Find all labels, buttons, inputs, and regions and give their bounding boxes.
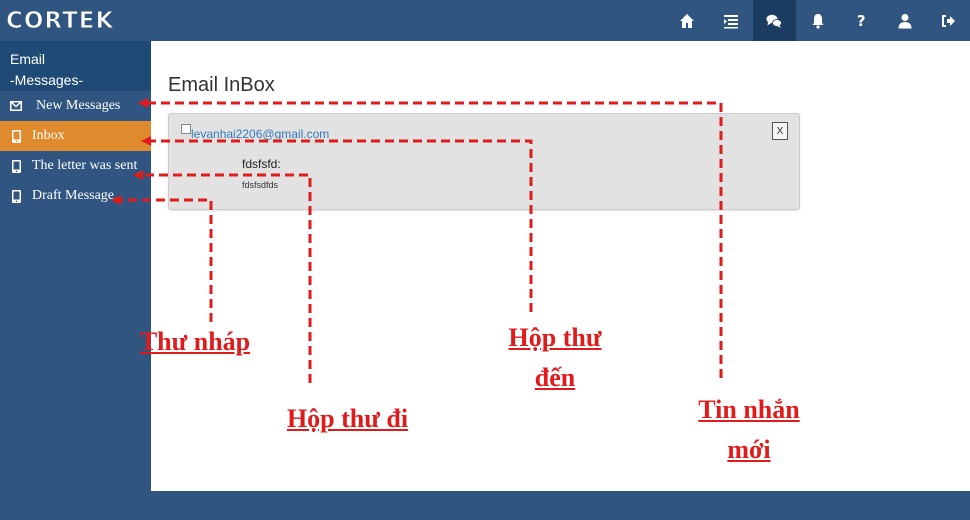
sidebar-item-label: New Messages [36, 98, 121, 113]
sidebar-item-label: Draft Message [32, 188, 115, 203]
list-icon[interactable] [709, 0, 753, 41]
cortek-logo[interactable]: CORTEK [6, 6, 151, 35]
sidebar-header: Email -Messages- [0, 41, 151, 91]
annotation-inbox: Hộp thư đến [508, 323, 602, 392]
sidebar: Email -Messages- New Messages Inbox The … [0, 41, 151, 491]
home-icon[interactable] [666, 0, 710, 41]
help-icon[interactable]: ? [856, 11, 866, 30]
envelope-icon [10, 99, 22, 113]
phone-icon [10, 159, 22, 173]
mail-close-button[interactable]: X [772, 122, 788, 140]
page-title: Email InBox [168, 74, 275, 96]
top-nav: ? [666, 0, 970, 41]
annotation-new-messages: Tin nhắn mới [698, 395, 800, 464]
logout-icon[interactable] [927, 0, 970, 41]
phone-icon [10, 189, 22, 203]
mail-subject: fdsfsfd: [242, 157, 281, 171]
annotation-sent: Hộp thư đi [286, 404, 409, 433]
footer-bar [0, 491, 970, 520]
sidebar-item-label: Inbox [32, 128, 65, 143]
chat-icon[interactable] [752, 0, 796, 41]
user-icon[interactable] [883, 0, 927, 41]
sidebar-item-sent[interactable]: The letter was sent [0, 151, 151, 181]
sidebar-item-inbox[interactable]: Inbox [0, 121, 151, 151]
sidebar-item-new-messages[interactable]: New Messages [0, 91, 151, 121]
sidebar-item-label: The letter was sent [32, 158, 138, 173]
sidebar-subtitle: -Messages- [10, 72, 84, 88]
sidebar-title: Email [10, 51, 46, 67]
annotation-draft: Thư nháp [139, 327, 251, 356]
sidebar-item-draft[interactable]: Draft Message [0, 181, 151, 211]
mail-select-checkbox[interactable] [181, 124, 191, 134]
svg-text:CORTEK: CORTEK [6, 8, 115, 34]
mail-item[interactable]: levanhai2206@gmail.com X fdsfsfd: fdsfsd… [168, 113, 800, 210]
bell-icon[interactable] [796, 0, 840, 41]
top-bar: CORTEK ? [0, 0, 970, 41]
phone-icon [10, 129, 22, 143]
mail-preview: fdsfsdfds [242, 180, 279, 190]
mail-sender-link[interactable]: levanhai2206@gmail.com [191, 127, 330, 141]
